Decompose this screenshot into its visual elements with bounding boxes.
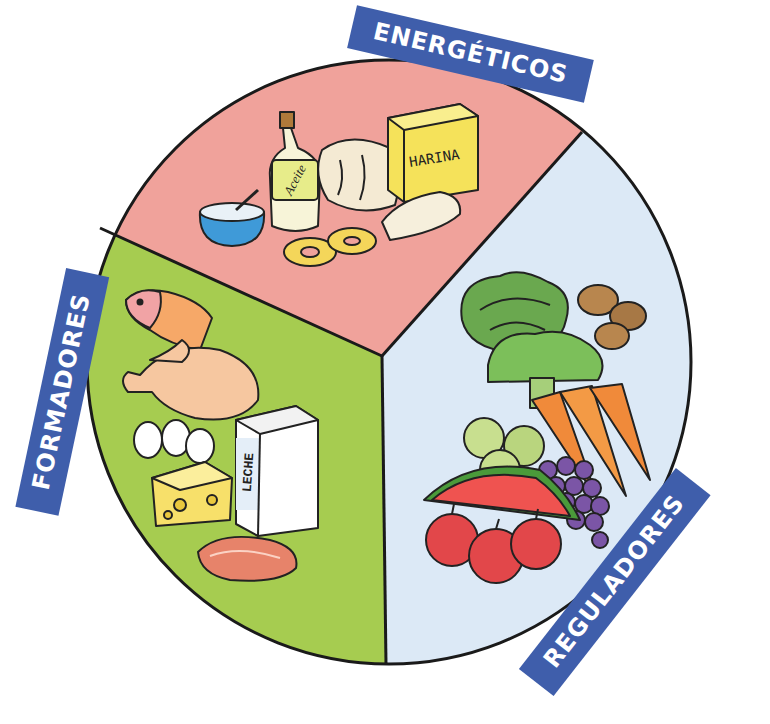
group-name: FORMADORES — [27, 291, 96, 493]
package-label: LECHE — [239, 452, 257, 492]
